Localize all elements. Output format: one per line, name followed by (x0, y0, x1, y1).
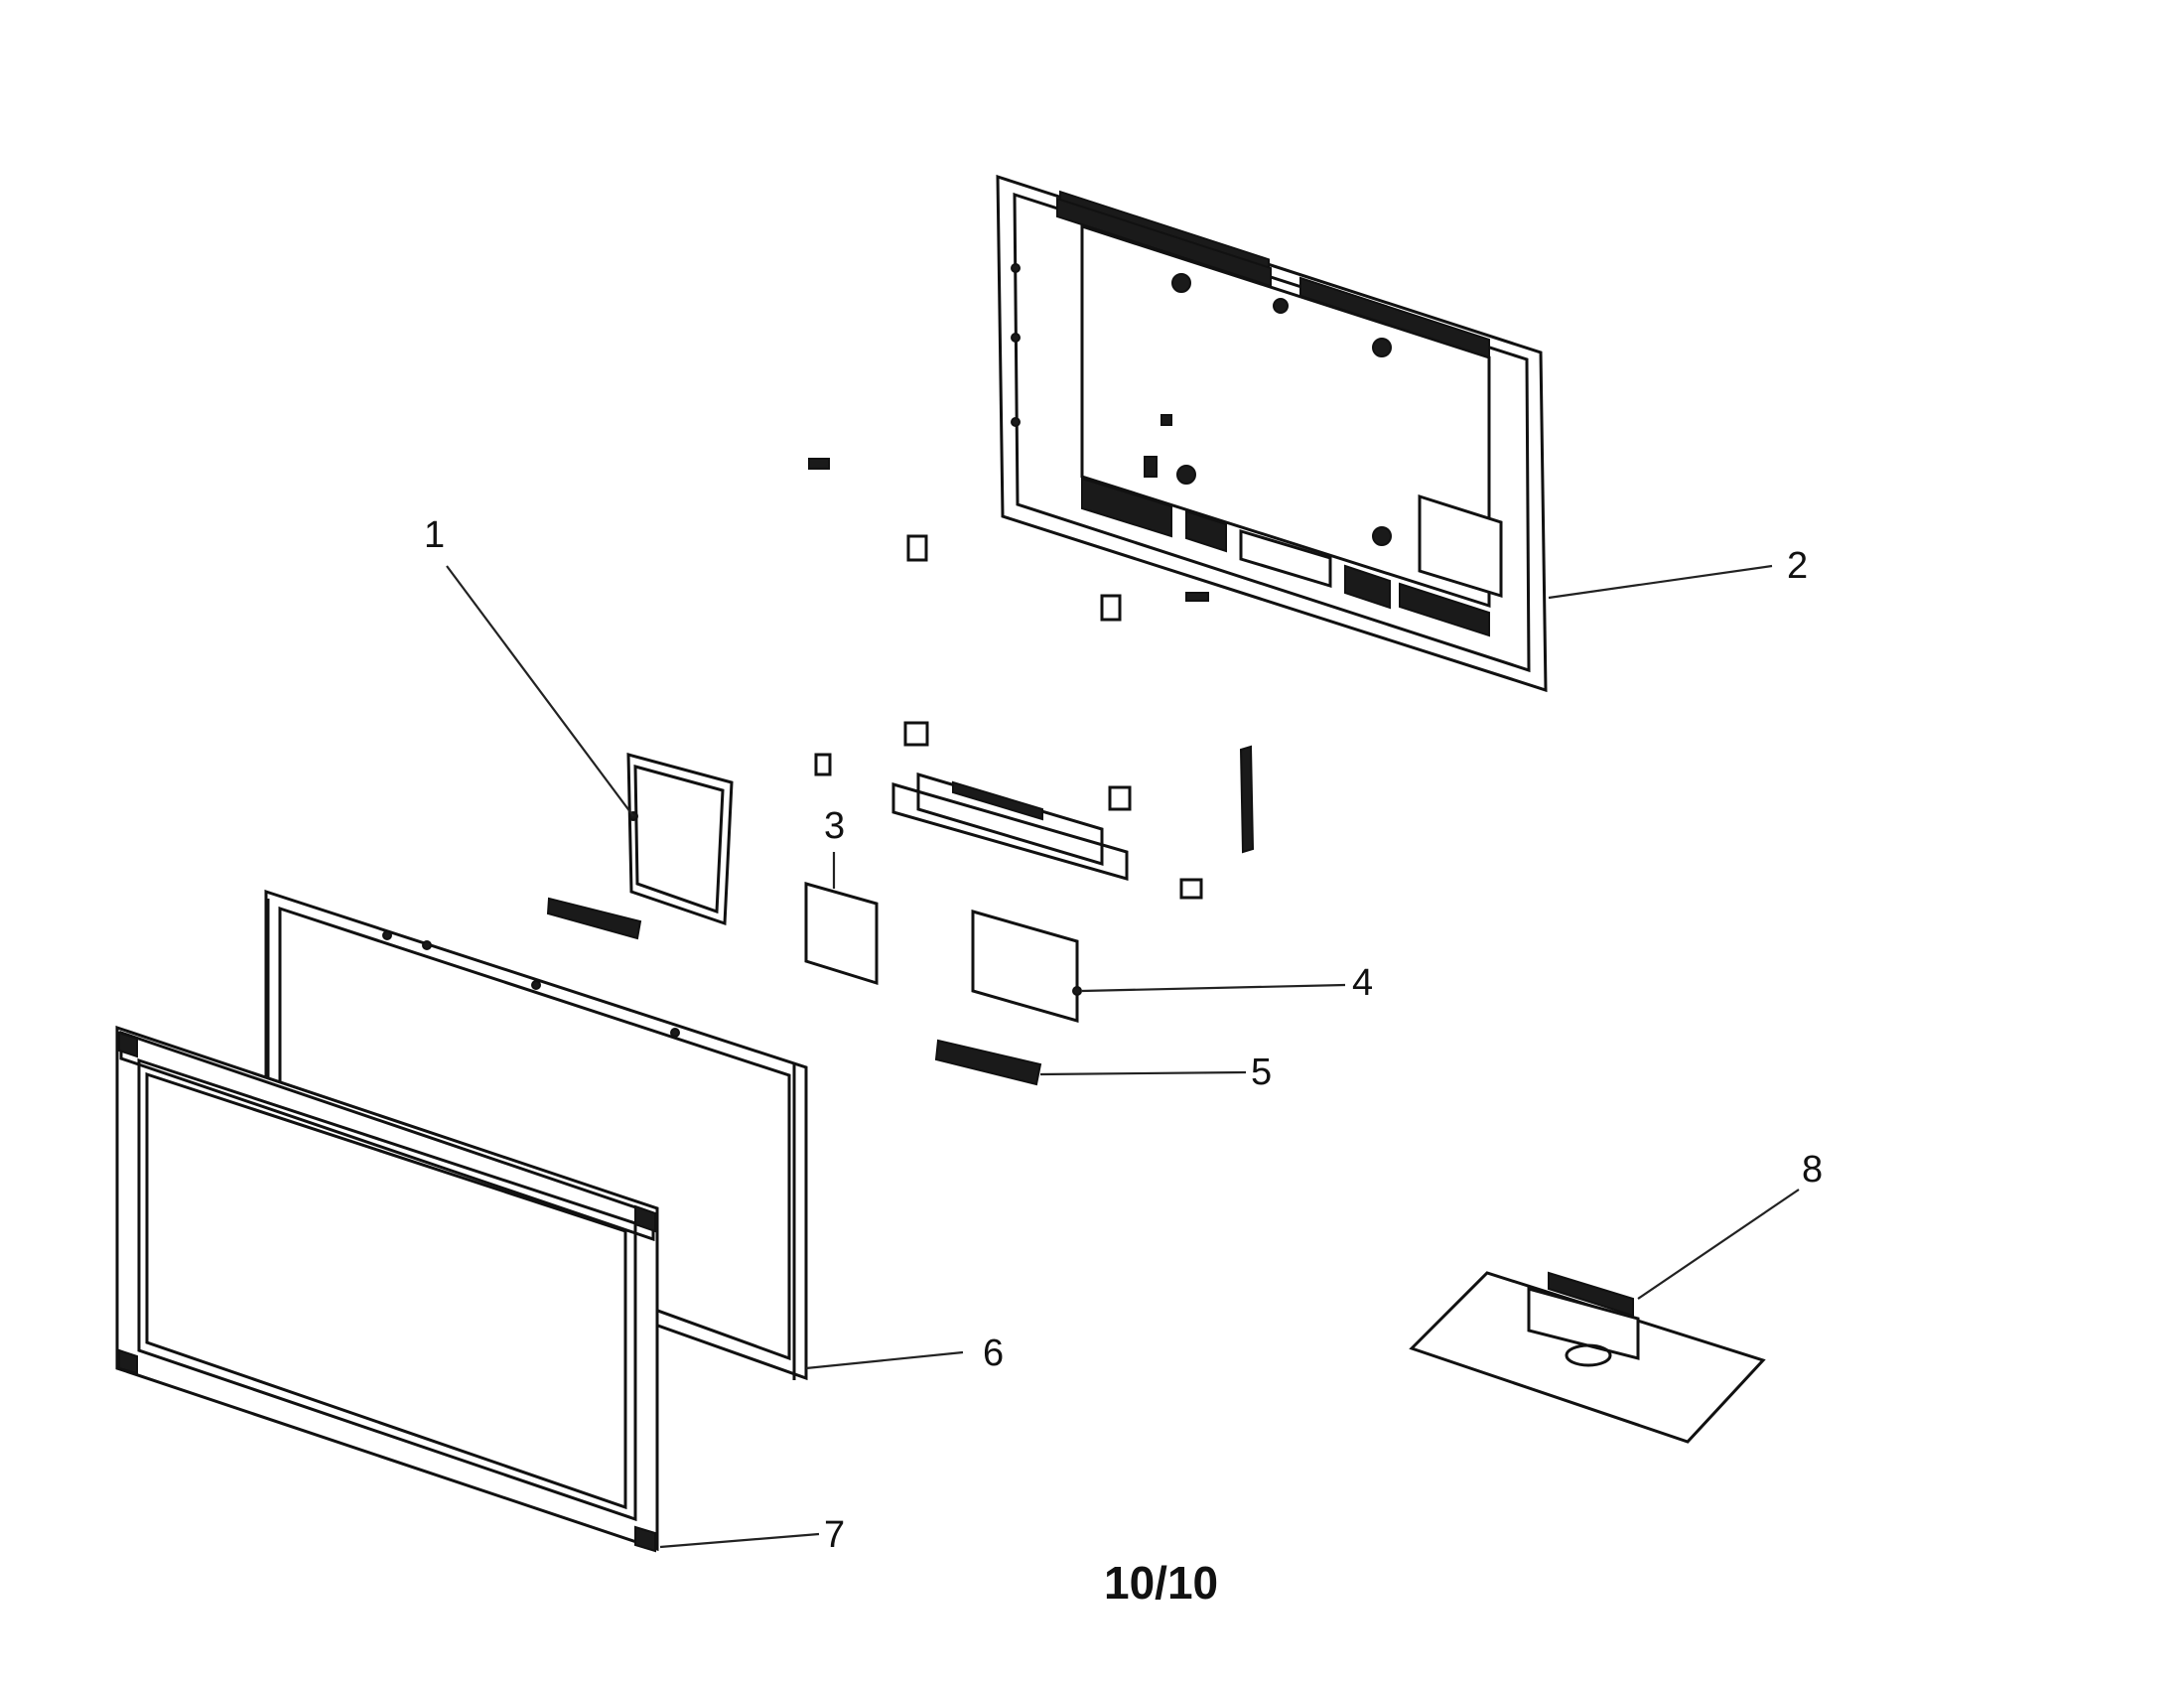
part-1-board (626, 753, 734, 926)
callout-labels: 1 2 3 4 5 6 7 8 (424, 514, 1823, 1556)
leader-6 (805, 1350, 964, 1370)
part-6-panel (264, 889, 808, 1381)
leader-lines (446, 564, 1800, 1549)
callout-7: 7 (824, 1514, 845, 1556)
leader-5 (1039, 1070, 1247, 1076)
leader-7 (659, 1532, 820, 1549)
connector-strips (546, 897, 1042, 1086)
leader-1 (446, 565, 634, 817)
callout-5: 5 (1251, 1052, 1272, 1093)
callout-1: 1 (424, 514, 445, 556)
callout-2: 2 (1787, 545, 1808, 587)
part-2-rear-cover (996, 174, 1548, 693)
page-number: 10/10 (1104, 1557, 1218, 1609)
leader-2 (1548, 564, 1773, 600)
callout-3: 3 (824, 805, 845, 847)
leader-8 (1637, 1189, 1800, 1300)
part-4-board (971, 910, 1082, 1023)
callout-8: 8 (1802, 1149, 1823, 1191)
part-8-stand (1409, 1271, 1766, 1444)
callout-4: 4 (1352, 962, 1373, 1004)
part-7-front-bezel (115, 1025, 659, 1553)
leader-4 (1081, 983, 1346, 993)
part-3-board (804, 882, 879, 986)
callout-6: 6 (983, 1333, 1004, 1374)
bracket-assembly (891, 745, 1255, 881)
small-clips (808, 458, 1209, 900)
